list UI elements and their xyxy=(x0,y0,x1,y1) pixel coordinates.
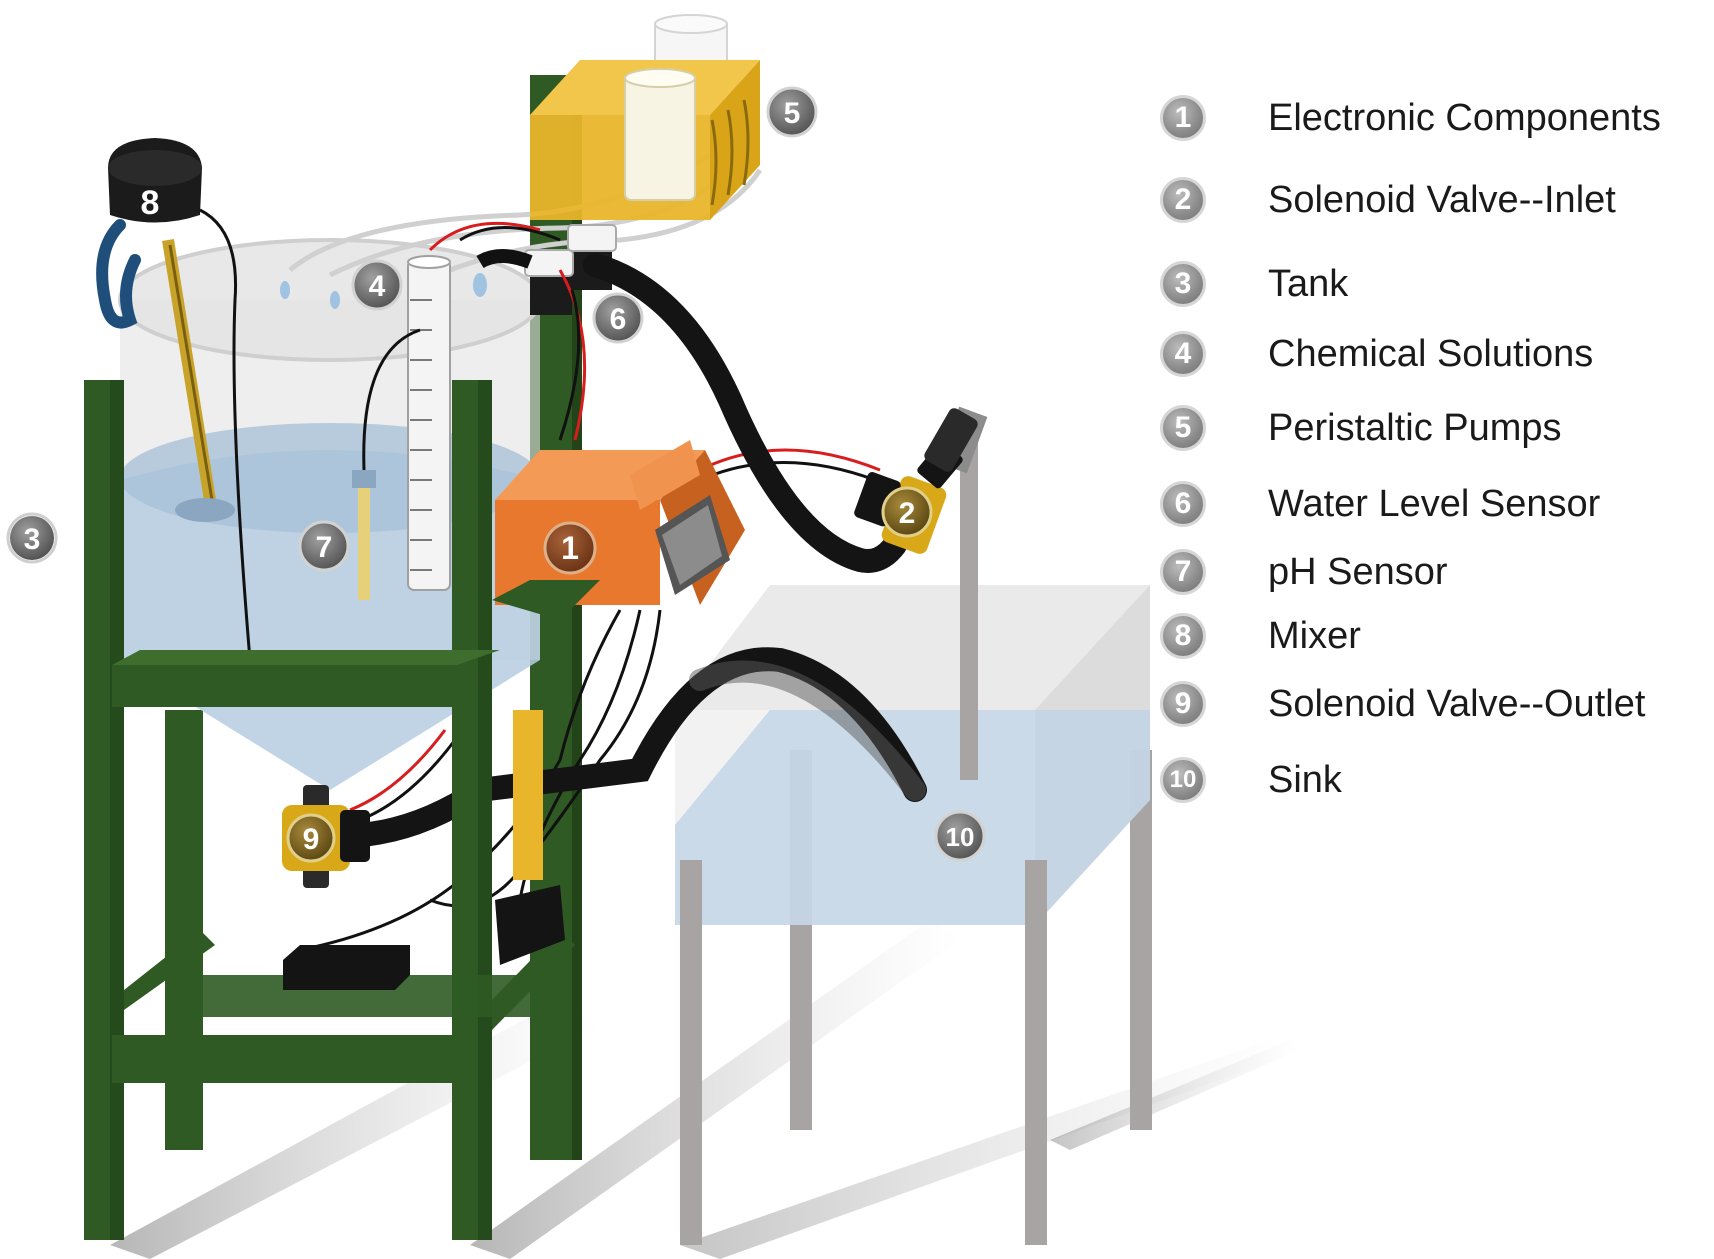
legend-item: 3 Tank xyxy=(1160,254,1348,314)
legend-number: 4 xyxy=(1160,331,1206,377)
legend-item: 5 Peristaltic Pumps xyxy=(1160,398,1562,458)
legend-item: 6 Water Level Sensor xyxy=(1160,474,1600,534)
legend-label: Mixer xyxy=(1268,615,1361,658)
legend-number: 1 xyxy=(1160,95,1206,141)
marker-peristaltic-pumps: 5 xyxy=(768,88,816,136)
marker-ph-sensor: 7 xyxy=(300,522,348,570)
svg-text:9: 9 xyxy=(303,823,320,856)
marker-electronic-components: 1 xyxy=(545,523,595,573)
legend-number: 3 xyxy=(1160,261,1206,307)
marker-outlet-valve: 9 xyxy=(288,815,334,861)
marker-chemical-solutions: 4 xyxy=(353,261,401,309)
legend-label: Peristaltic Pumps xyxy=(1268,407,1562,450)
legend-label: Electronic Components xyxy=(1268,97,1661,140)
legend-item: 1 Electronic Components xyxy=(1160,88,1661,148)
legend-label: Tank xyxy=(1268,263,1348,306)
svg-text:10: 10 xyxy=(946,822,975,852)
legend-number: 7 xyxy=(1160,549,1206,595)
marker-water-level-sensor: 6 xyxy=(594,294,642,342)
svg-text:7: 7 xyxy=(316,531,333,564)
legend-number: 8 xyxy=(1160,613,1206,659)
legend-label: Chemical Solutions xyxy=(1268,333,1593,376)
marker-inlet-valve: 2 xyxy=(883,488,931,536)
legend-item: 2 Solenoid Valve--Inlet xyxy=(1160,170,1616,230)
legend-number: 9 xyxy=(1160,681,1206,727)
svg-text:1: 1 xyxy=(561,530,579,566)
legend-label: pH Sensor xyxy=(1268,551,1448,594)
graduated-cylinder xyxy=(408,256,450,590)
legend-item: 9 Solenoid Valve--Outlet xyxy=(1160,674,1645,734)
svg-text:3: 3 xyxy=(24,523,41,556)
svg-text:8: 8 xyxy=(141,184,160,222)
legend-item: 4 Chemical Solutions xyxy=(1160,324,1593,384)
svg-text:6: 6 xyxy=(610,303,627,336)
svg-text:4: 4 xyxy=(369,270,386,303)
peristaltic-pumps xyxy=(530,15,760,220)
legend-item: 8 Mixer xyxy=(1160,606,1361,666)
legend-item: 7 pH Sensor xyxy=(1160,542,1448,602)
marker-tank: 3 xyxy=(8,514,56,562)
legend-label: Solenoid Valve--Outlet xyxy=(1268,683,1645,726)
marker-mixer: 8 xyxy=(141,184,160,222)
svg-text:2: 2 xyxy=(899,497,916,530)
legend-label: Water Level Sensor xyxy=(1268,483,1600,526)
legend-label: Solenoid Valve--Inlet xyxy=(1268,179,1616,222)
legend-item: 10 Sink xyxy=(1160,750,1342,810)
legend-number: 10 xyxy=(1160,757,1206,803)
legend-number: 5 xyxy=(1160,405,1206,451)
svg-text:5: 5 xyxy=(784,97,801,130)
legend-label: Sink xyxy=(1268,759,1342,802)
legend-number: 6 xyxy=(1160,481,1206,527)
marker-sink: 10 xyxy=(936,812,984,860)
legend-number: 2 xyxy=(1160,177,1206,223)
